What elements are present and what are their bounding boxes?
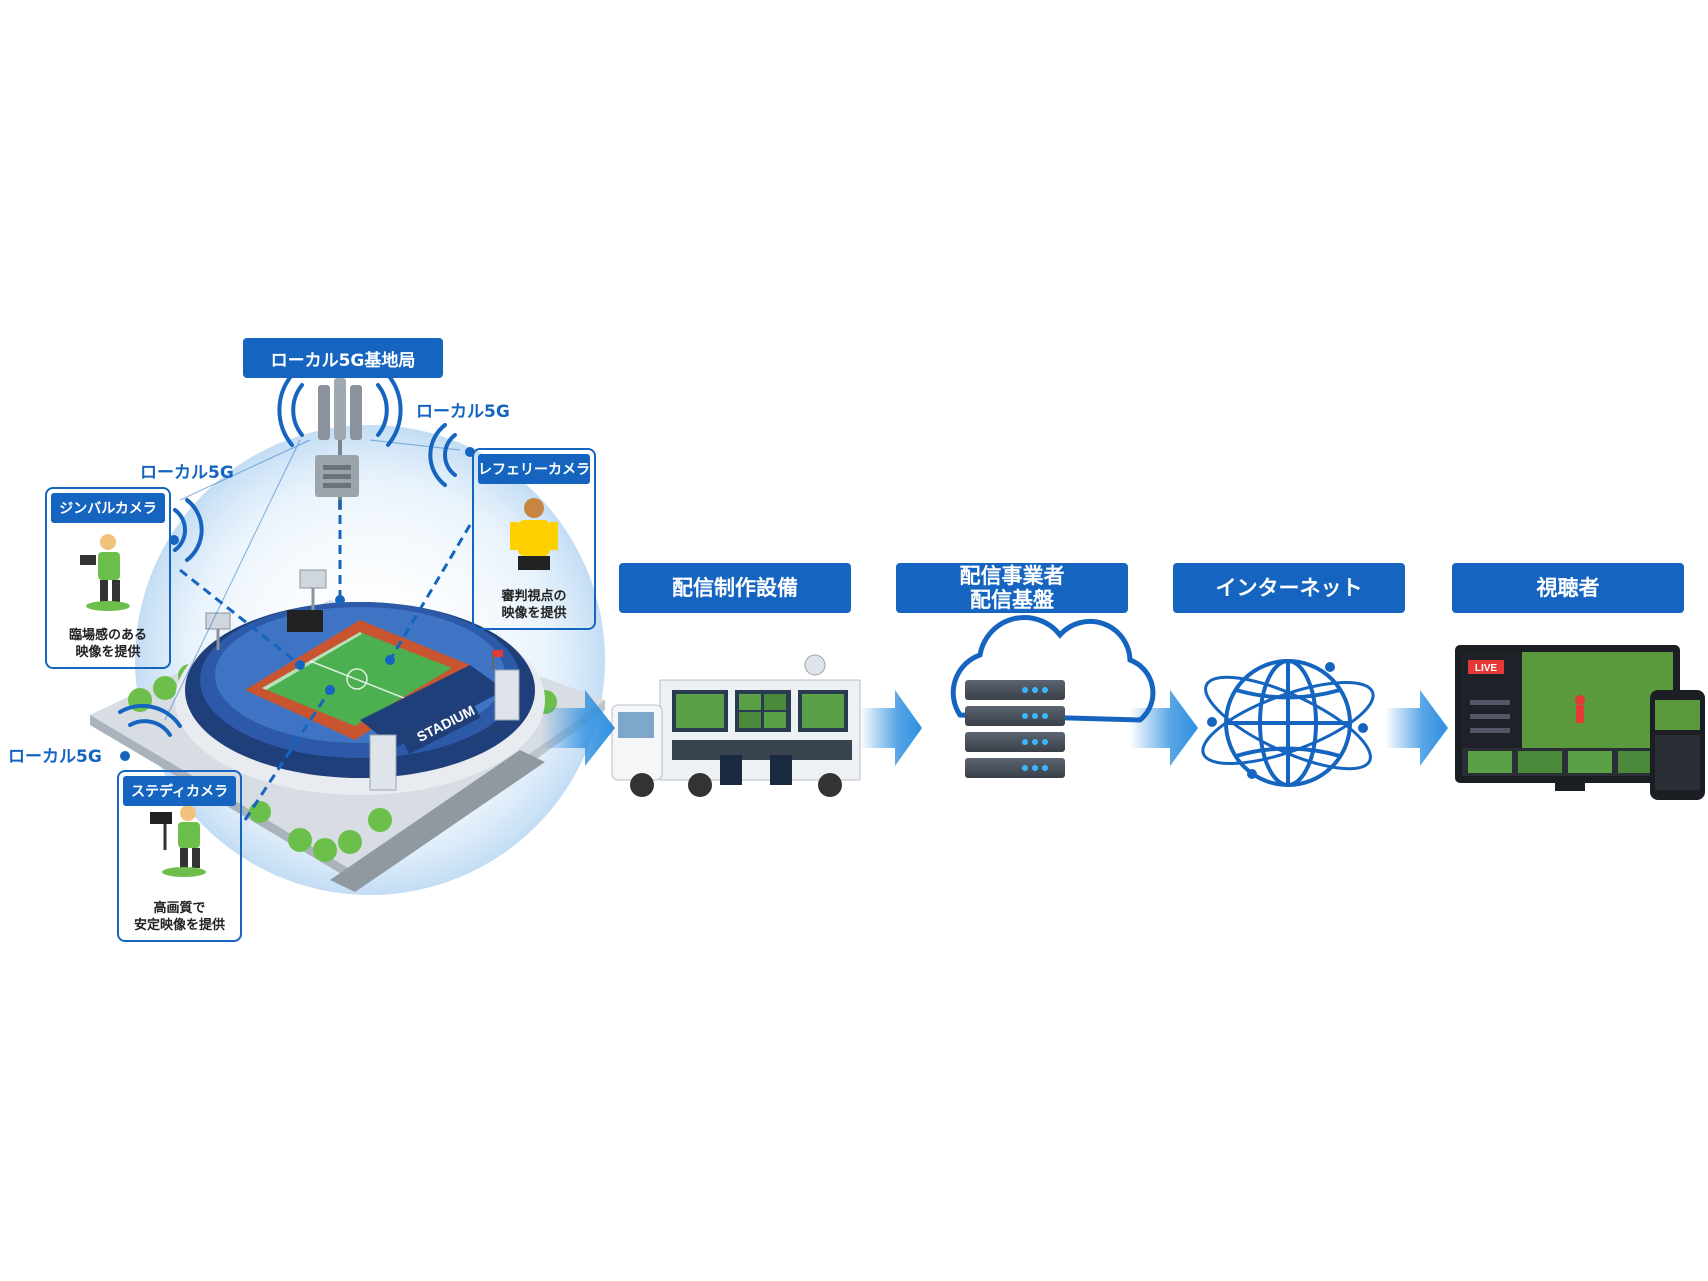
stage-viewers-label: 視聴者: [1452, 563, 1684, 613]
card-gimbal-camera-title: ジンバルカメラ: [51, 493, 165, 523]
arrow-internet-to-viewers: [1385, 690, 1448, 766]
referee-figure: [510, 498, 558, 570]
link-label-bottom-left: ローカル5G: [8, 747, 102, 767]
stage-production-label: 配信制作設備: [619, 563, 851, 613]
card-referee-camera: レフェリーカメラ 審判視点の 映像を提供: [472, 448, 596, 630]
stadium-illustration: STADIUM: [90, 569, 605, 892]
base-station-antenna: [315, 378, 362, 510]
tv-and-smartphone: LIVE: [1455, 645, 1705, 800]
connection-lines: [179, 500, 472, 821]
arrow-stadium-to-truck: [540, 690, 615, 766]
stage-internet-label: インターネット: [1173, 563, 1405, 613]
card-gimbal-camera-desc: 臨場感のある 映像を提供: [68, 628, 147, 660]
cloud-server-icon: [950, 615, 1156, 778]
card-steady-camera-title: ステディカメラ: [123, 776, 236, 806]
steady-operator: [150, 805, 206, 877]
card-steady-camera-desc: 高画質で 安定映像を提供: [133, 901, 225, 933]
stage-platform-label: 配信事業者 配信基盤: [896, 563, 1128, 613]
ob-truck-illustration: [611, 654, 861, 797]
globe-icon: [1201, 659, 1375, 787]
base-station-label: ローカル5G基地局: [243, 338, 443, 378]
card-referee-camera-title: レフェリーカメラ: [478, 454, 590, 484]
live-badge: LIVE: [1475, 663, 1498, 674]
arrow-truck-to-platform: [860, 690, 922, 766]
card-referee-camera-desc: 審判視点の 映像を提供: [501, 589, 567, 621]
link-label-top-right: ローカル5G: [416, 402, 510, 422]
link-label-top-left: ローカル5G: [140, 463, 234, 483]
arrow-platform-to-internet: [1130, 690, 1198, 766]
card-steady-camera: ステディカメラ 高画質で 安定映像を提供: [117, 770, 242, 942]
signal-waves: [118, 373, 457, 737]
gimbal-operator: [80, 534, 130, 611]
card-gimbal-camera: ジンバルカメラ 臨場感のある 映像を提供: [45, 487, 171, 669]
